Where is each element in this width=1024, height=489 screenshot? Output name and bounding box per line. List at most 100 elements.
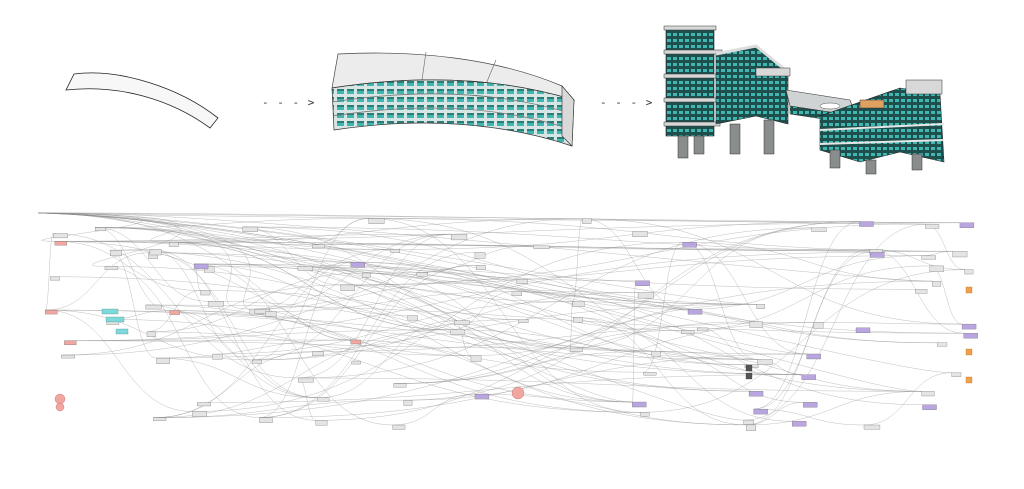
graph-wire xyxy=(573,317,793,422)
graph-wire xyxy=(570,227,812,349)
graph-wire xyxy=(317,320,455,398)
graph-output-swatch xyxy=(745,372,753,380)
curved-block-drawing xyxy=(331,51,576,147)
graph-component xyxy=(54,241,67,246)
graph-wire xyxy=(864,372,952,426)
graph-wire xyxy=(110,250,747,426)
graph-wire xyxy=(869,249,965,270)
graph-wire xyxy=(153,280,933,418)
graph-wire xyxy=(315,304,757,421)
graph-component xyxy=(952,251,968,258)
graph-component xyxy=(637,292,654,299)
graph-component xyxy=(961,323,977,330)
graph-component xyxy=(757,359,773,365)
graph-component xyxy=(937,342,948,347)
graph-wire xyxy=(569,301,573,349)
graph-component xyxy=(450,329,465,335)
graph-component xyxy=(145,304,162,310)
graph-wire xyxy=(106,319,641,413)
graph-component xyxy=(340,284,355,291)
graph-wire xyxy=(254,218,583,310)
graph-wire xyxy=(753,221,860,410)
graph-wire xyxy=(312,244,953,252)
graph-wire xyxy=(298,227,812,379)
graph-component xyxy=(803,402,818,408)
graph-component xyxy=(651,351,661,357)
graph-wire xyxy=(682,242,933,282)
graph-component xyxy=(687,309,703,315)
graph-wire xyxy=(61,284,341,356)
step-arrow-1: - - - > xyxy=(262,96,316,109)
graph-wire xyxy=(200,290,802,375)
graph-component xyxy=(921,255,936,260)
graph-component xyxy=(104,266,119,270)
graph-wire xyxy=(169,242,451,330)
graph-wire xyxy=(45,309,193,412)
left-tower xyxy=(663,25,727,159)
graph-component xyxy=(168,242,179,247)
graph-component xyxy=(312,244,325,249)
graph-wire xyxy=(297,266,964,334)
graph-wire xyxy=(368,218,641,413)
graph-wire xyxy=(104,266,260,418)
graph-component xyxy=(681,330,695,334)
graph-wire xyxy=(450,329,745,365)
graph-component-cyan xyxy=(115,328,129,335)
graph-wire xyxy=(149,249,253,361)
graph-component xyxy=(392,424,406,430)
graph-wire xyxy=(242,226,757,305)
graph-wire xyxy=(145,304,318,398)
curved-surface-drawing xyxy=(65,72,219,129)
graph-component xyxy=(801,374,816,380)
graph-wire xyxy=(298,234,452,379)
graph-wire xyxy=(697,327,758,360)
graph-component xyxy=(635,280,650,286)
graph-component xyxy=(921,391,935,397)
graph-component xyxy=(212,353,223,360)
graph-component xyxy=(746,424,757,431)
graph-component xyxy=(643,372,657,376)
graph-wire xyxy=(340,222,960,286)
graph-component xyxy=(915,289,928,294)
graph-component xyxy=(963,333,978,339)
graph-wire xyxy=(148,252,318,398)
graph-component-cyan xyxy=(101,308,119,315)
graph-component xyxy=(207,301,224,307)
graph-wire xyxy=(194,263,639,293)
graph-wire xyxy=(54,241,471,356)
graph-wire xyxy=(194,263,573,302)
graph-wire xyxy=(582,218,963,325)
graph-wire xyxy=(169,310,633,403)
graph-wire xyxy=(146,272,363,333)
graph-wire xyxy=(454,320,471,356)
graph-wire xyxy=(169,242,652,352)
graph-wire xyxy=(265,291,512,312)
graph-wire xyxy=(753,249,870,410)
graph-wire xyxy=(450,291,512,330)
graph-component xyxy=(582,218,592,224)
graph-component xyxy=(193,263,209,270)
graph-wire xyxy=(50,276,802,375)
graph-wire xyxy=(145,304,641,413)
graph-component xyxy=(242,226,258,232)
block-end-wall xyxy=(561,85,575,147)
graph-wire xyxy=(746,391,922,426)
graph-wire xyxy=(37,212,633,403)
graph-component xyxy=(511,291,522,296)
right-wing xyxy=(819,79,945,175)
graph-wire xyxy=(254,234,452,310)
graph-panel-circle xyxy=(54,393,66,405)
graph-wire xyxy=(37,212,757,305)
graph-component xyxy=(416,272,429,277)
graph-component xyxy=(403,400,413,406)
graph-output-swatch xyxy=(965,286,973,294)
graph-component xyxy=(859,221,874,227)
graph-component xyxy=(533,245,550,249)
graph-wire xyxy=(54,222,960,242)
graph-component xyxy=(632,401,647,408)
graph-wire xyxy=(298,377,316,421)
graph-component xyxy=(361,272,371,278)
graph-component xyxy=(697,327,709,332)
graph-wire xyxy=(340,255,922,286)
graph-component xyxy=(297,266,313,271)
